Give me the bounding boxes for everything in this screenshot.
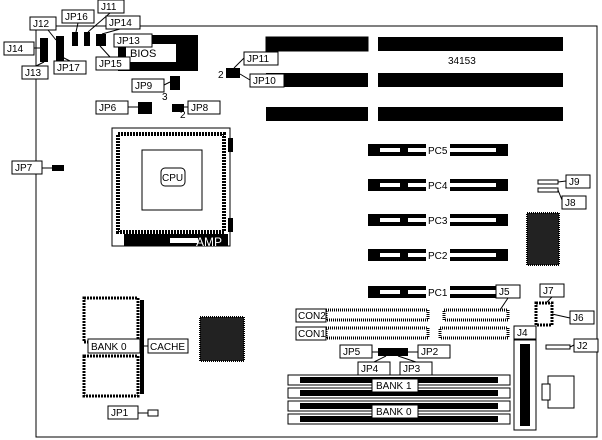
bios-label: BIOS (130, 48, 156, 60)
label-j5: J5 (499, 287, 510, 298)
label-jp6: JP6 (99, 103, 117, 114)
keyboard-connector (547, 375, 575, 409)
pin-jp9: 3 (162, 92, 168, 103)
label-j2: J2 (577, 341, 588, 352)
label-jp8: JP8 (191, 103, 209, 114)
label-jp10: JP10 (253, 76, 276, 87)
label-jp11: JP11 (247, 54, 269, 65)
slot (266, 73, 368, 87)
slot (378, 107, 563, 121)
cache-bank-label: BANK 0 (91, 342, 127, 353)
cache-area: BANK 0 CACHE (82, 296, 189, 398)
top-slots: 34153 (265, 36, 563, 121)
label-jp7: JP7 (15, 163, 33, 174)
pc-slots: PC5 PC4 PC3 PC2 PC1 (368, 144, 508, 299)
pc-slot-label: PC2 (428, 251, 448, 262)
pc-slot-label: PC3 (428, 216, 448, 227)
socket-brand: AMP (196, 235, 222, 249)
label-jp4: JP4 (361, 364, 379, 375)
label-j8: J8 (565, 198, 576, 209)
slot (378, 73, 563, 87)
label-jp16: JP16 (65, 12, 88, 23)
jumper-labels: J14 J12 JP16 J11 JP14 J13 JP17 JP15 JP13… (3, 0, 599, 420)
pc-slot-label: PC4 (428, 181, 448, 192)
label-j12: J12 (33, 19, 50, 30)
pc-slot-label: PC1 (428, 288, 448, 299)
label-jp17: JP17 (57, 63, 80, 74)
connectors: CON2 CON1 (295, 308, 510, 341)
connector-label: CON2 (298, 311, 326, 322)
pin-jp11: 2 (218, 70, 224, 81)
board-id: 34153 (448, 56, 476, 67)
leader-lines (34, 12, 575, 414)
label-j9: J9 (569, 177, 580, 188)
label-j4: J4 (517, 328, 528, 339)
label-jp14: JP14 (109, 18, 132, 29)
label-jp3: JP3 (403, 364, 421, 375)
memory-banks: BANK 1 BANK 0 (287, 374, 511, 425)
connector-label: CON1 (298, 329, 326, 340)
cpu-label: CPU (162, 173, 183, 184)
cpu-socket: CPU AMP (111, 127, 233, 249)
pc-slot-label: PC5 (428, 146, 448, 157)
cache-label: CACHE (150, 342, 185, 353)
chipset (199, 316, 245, 362)
label-jp2: JP2 (421, 347, 439, 358)
label-j14: J14 (7, 44, 24, 55)
label-jp13: JP13 (117, 36, 140, 47)
label-j11: J11 (101, 2, 117, 13)
label-j7: J7 (543, 286, 554, 297)
label-jp9: JP9 (135, 81, 153, 92)
label-j13: J13 (25, 68, 42, 79)
bios-label-box (126, 44, 176, 62)
slot (265, 36, 369, 52)
pin-jp8: 2 (180, 110, 186, 121)
vertical-slot-pins (520, 344, 530, 426)
label-jp1: JP1 (111, 408, 129, 419)
memory-bank-label: BANK 0 (376, 407, 412, 418)
label-jp5: JP5 (343, 347, 361, 358)
memory-bank-label: BANK 1 (376, 381, 412, 392)
slot (378, 37, 563, 51)
label-j6: J6 (573, 313, 584, 324)
chipset-2 (526, 212, 560, 266)
slot (266, 107, 368, 121)
label-jp15: JP15 (99, 59, 122, 70)
